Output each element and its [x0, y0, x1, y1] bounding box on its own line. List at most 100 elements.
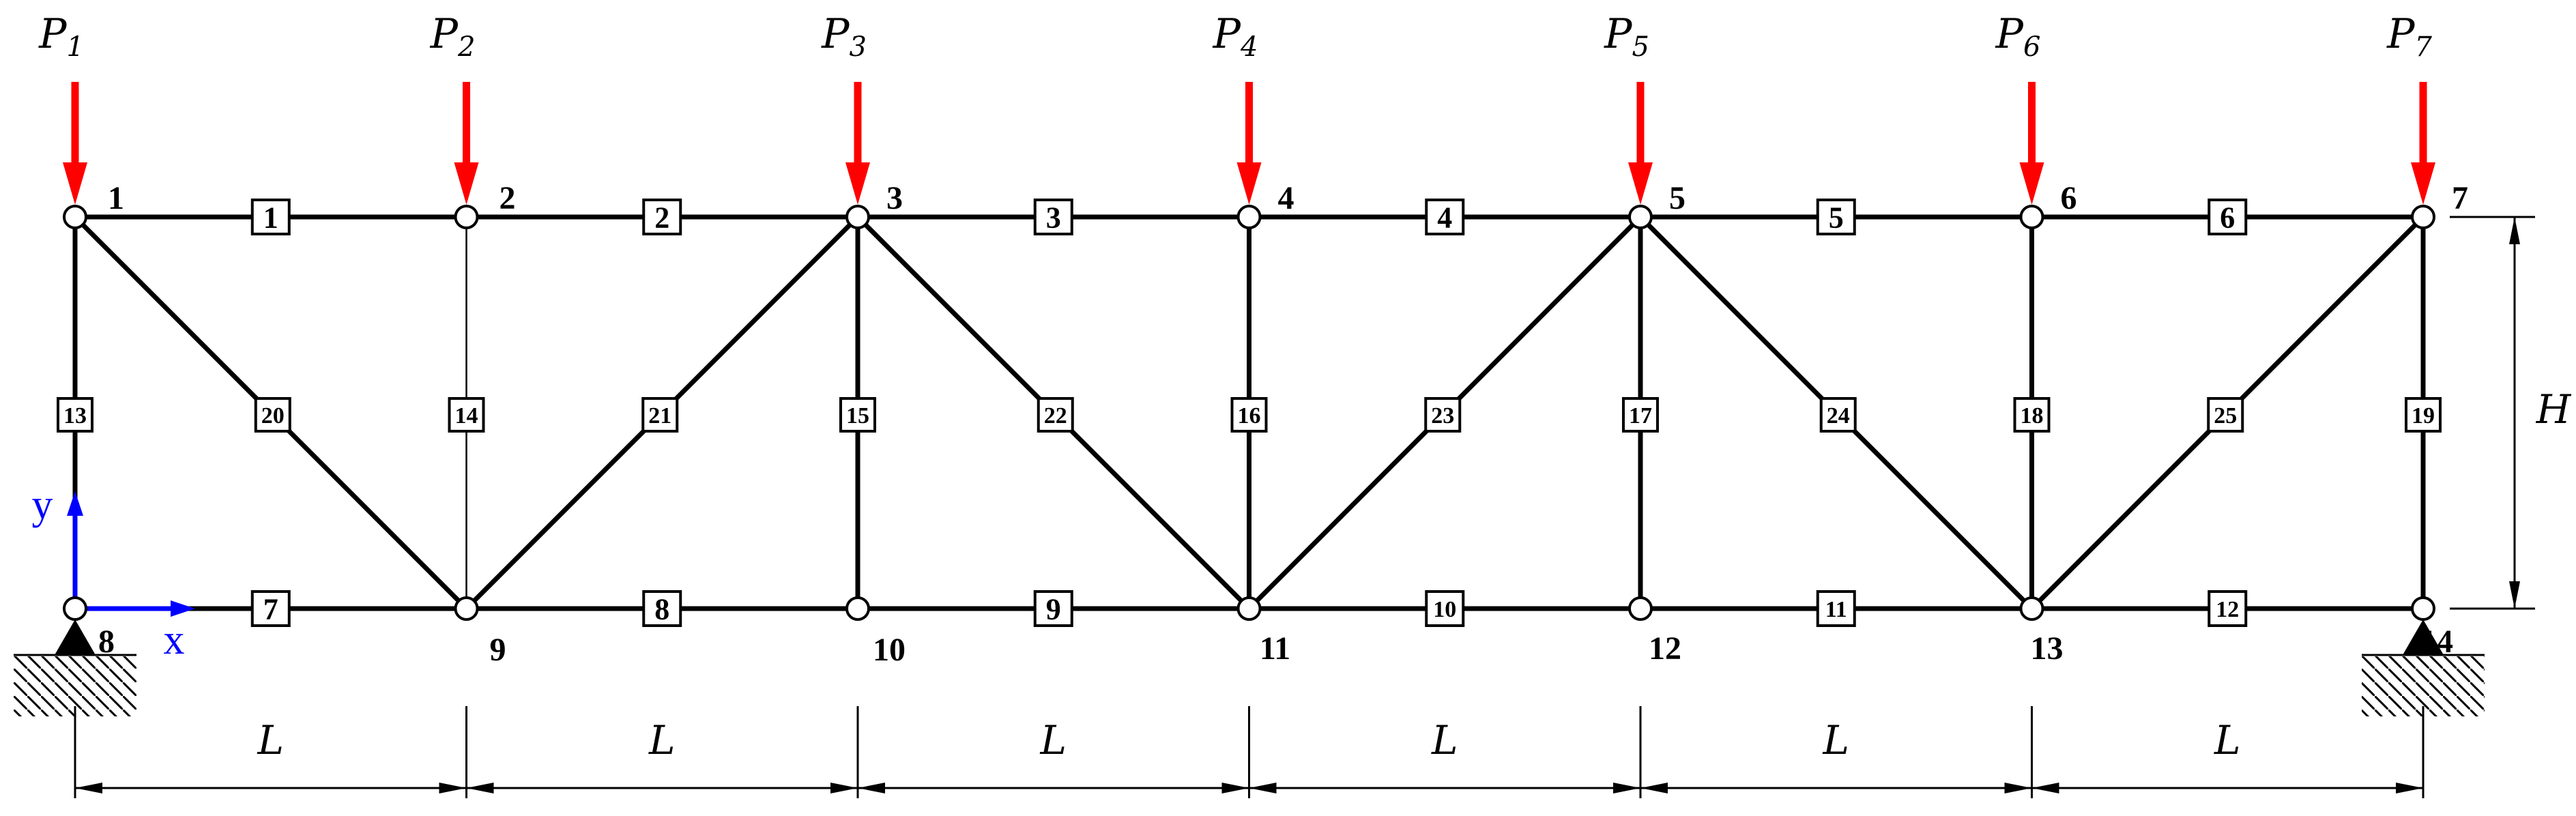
node-number: 14 [2420, 624, 2453, 660]
dimension-arrowhead [2031, 783, 2059, 793]
element-label-24: 24 [1819, 397, 1857, 433]
span-dimension-label: L [257, 717, 284, 763]
element-label-25: 25 [2207, 397, 2244, 433]
element-label-3: 3 [1033, 199, 1073, 235]
node-7 [2411, 205, 2435, 229]
node-4 [1236, 205, 1262, 229]
x-axis-arrowhead [171, 600, 195, 617]
load-subscript: 6 [2023, 31, 2040, 63]
load-subscript: 5 [1632, 31, 1649, 63]
element-number: 8 [654, 592, 669, 626]
load-label: P4 [1213, 10, 1258, 63]
load-letter: P [821, 10, 850, 58]
element-label-box [2013, 397, 2051, 433]
load-label: P2 [430, 10, 476, 63]
load-subscript: 3 [849, 31, 866, 63]
element-label-17: 17 [1622, 397, 1659, 433]
dimension-arrowhead [2396, 783, 2423, 793]
load-letter: P [1995, 10, 2025, 58]
load-letter: P [1213, 10, 1242, 58]
element-label-box [250, 199, 291, 235]
element-number: 5 [1829, 201, 1844, 234]
node-11 [1236, 596, 1262, 621]
element-label-7: 7 [250, 590, 291, 627]
load-letter: P [2386, 10, 2416, 58]
element-label-box [839, 397, 876, 433]
element-label-9: 9 [1033, 590, 1073, 627]
node-number: 2 [500, 180, 516, 216]
dimension-arrowhead [1221, 783, 1249, 793]
element-label-box [2207, 397, 2244, 433]
element-label-box [448, 397, 485, 433]
load-arrowhead [2411, 162, 2435, 205]
load-arrow-6: P6 [1995, 10, 2044, 205]
element-number: 21 [648, 403, 671, 428]
y-axis-arrowhead [67, 491, 83, 516]
element-label-box [1819, 397, 1857, 433]
element-label-19: 19 [2405, 397, 2442, 433]
dimension-arrowhead [2509, 581, 2520, 609]
element-number: 1 [263, 201, 278, 234]
element-number: 18 [2021, 403, 2044, 428]
node-number: 4 [1278, 180, 1294, 216]
load-arrow-7: P7 [2386, 10, 2435, 205]
element-number: 9 [1046, 592, 1061, 626]
element-label-18: 18 [2013, 397, 2051, 433]
node-number: 10 [873, 632, 906, 668]
element-label-11: 11 [1816, 590, 1856, 627]
pin-support-left [14, 620, 136, 716]
node-14 [2411, 596, 2435, 621]
node-number: 12 [1649, 630, 1681, 667]
pin-support-right [2362, 620, 2485, 716]
node-6 [2019, 205, 2044, 229]
element-number: 15 [846, 403, 869, 428]
load-subscript: 4 [1240, 31, 1258, 63]
node-12 [1628, 596, 1653, 621]
element-number: 3 [1046, 201, 1061, 234]
span-dimension-label: L [1039, 717, 1067, 763]
element-label-15: 15 [839, 397, 876, 433]
element-label-8: 8 [642, 590, 682, 627]
dimension-arrowhead [858, 783, 885, 793]
y-axis-label: y [32, 482, 53, 528]
load-arrow-2: P2 [430, 10, 479, 205]
element-label-12: 12 [2208, 590, 2248, 627]
element-label-10: 10 [1425, 590, 1465, 627]
load-arrow-5: P5 [1604, 10, 1653, 205]
dimension-arrowhead [1249, 783, 1277, 793]
load-label: P1 [38, 10, 84, 63]
element-label-box [2208, 199, 2248, 235]
span-dimension-label: L [648, 717, 676, 763]
load-letter: P [430, 10, 459, 58]
span-dimension-label: L [1822, 717, 1849, 763]
load-arrowhead [1236, 162, 1262, 205]
node-number: 9 [490, 632, 506, 668]
load-arrow-3: P3 [821, 10, 870, 205]
element-number: 6 [2220, 201, 2235, 234]
node-number: 11 [1260, 630, 1290, 667]
element-number: 23 [1431, 403, 1454, 428]
ground-hatch [14, 656, 136, 716]
element-label-5: 5 [1816, 199, 1856, 235]
element-label-box [2405, 397, 2442, 433]
element-number: 7 [263, 592, 278, 626]
support-triangle [2403, 620, 2444, 655]
coordinate-axes: yx [32, 482, 195, 663]
node-number: 6 [2061, 180, 2077, 216]
node-number: 1 [108, 180, 124, 216]
span-dimension-label: L [2214, 717, 2241, 763]
load-subscript: 2 [457, 31, 475, 63]
node-1 [63, 205, 87, 229]
element-label-21: 21 [641, 397, 679, 433]
load-arrowhead [63, 162, 87, 205]
element-label-20: 20 [254, 397, 291, 433]
element-number: 24 [1827, 403, 1850, 428]
element-number: 22 [1044, 403, 1067, 428]
dimension-arrowhead [2509, 217, 2520, 244]
node-number: 5 [1669, 180, 1685, 216]
element-label-box [2208, 590, 2248, 627]
dimension-arrowhead [75, 783, 102, 793]
element-number: 2 [654, 201, 669, 234]
element-number: 25 [2214, 403, 2237, 428]
